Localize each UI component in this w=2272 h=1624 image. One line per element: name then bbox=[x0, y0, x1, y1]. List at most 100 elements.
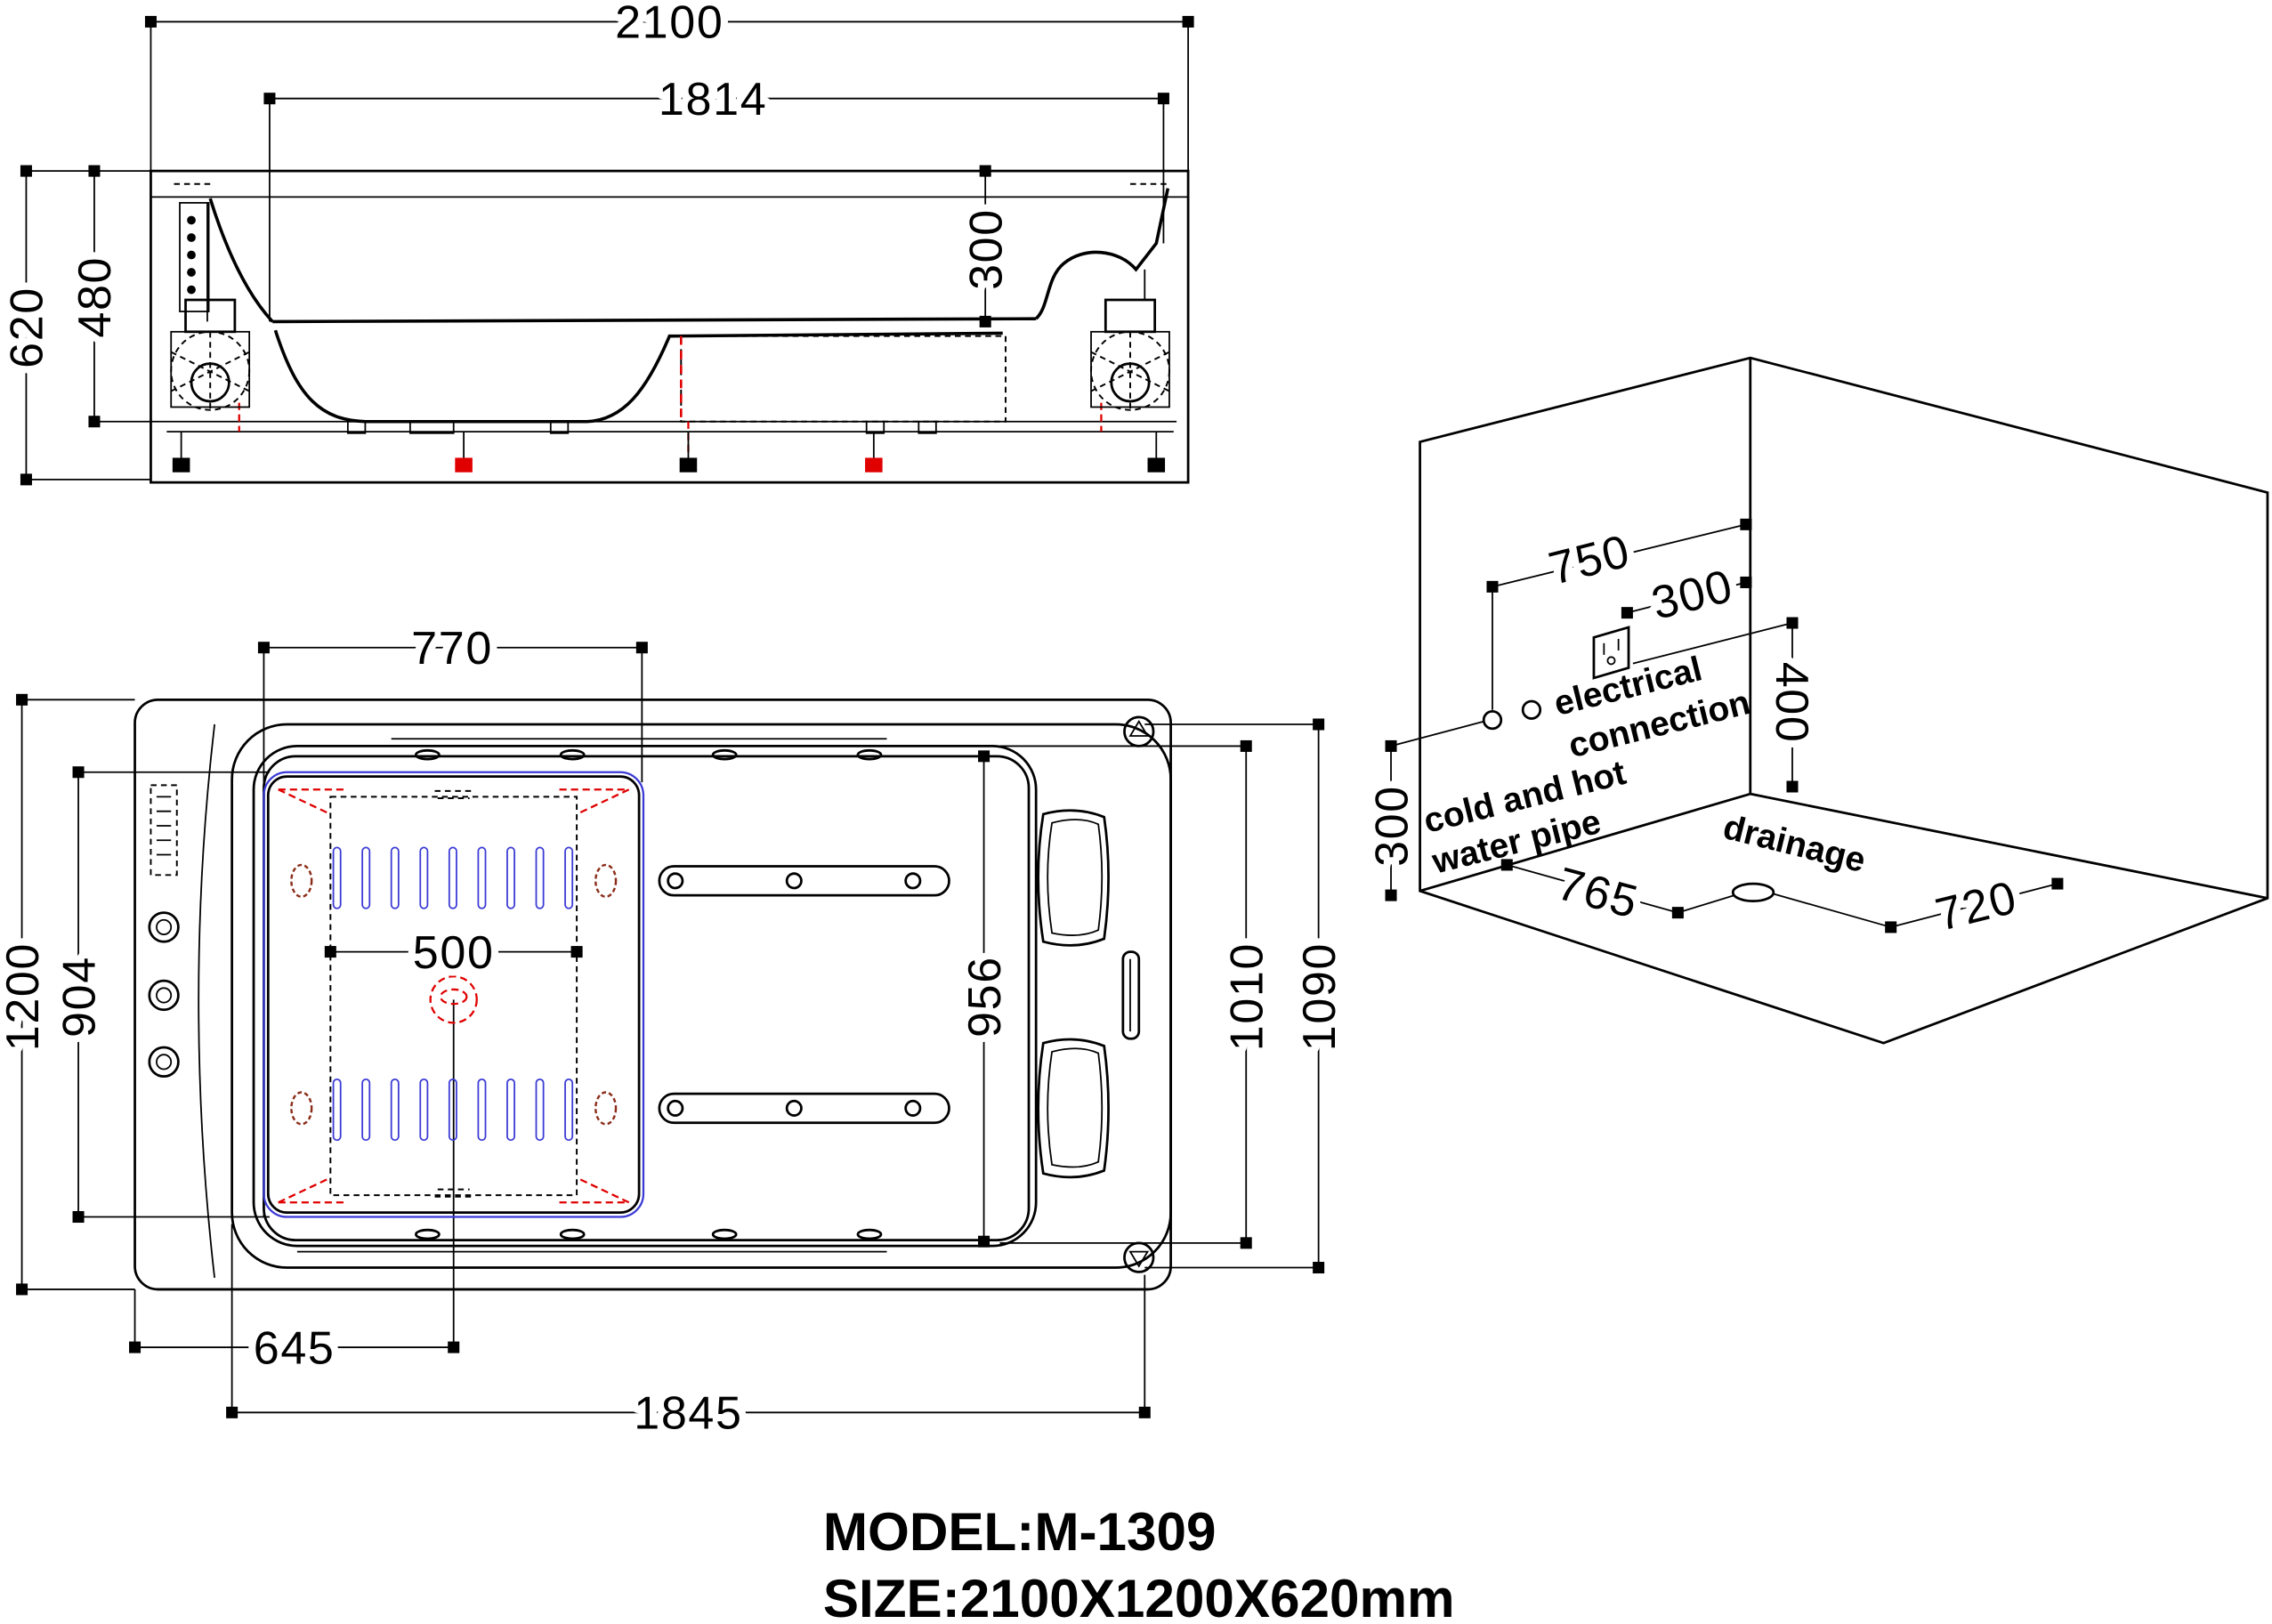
dim-overall-height: 620 bbox=[2, 287, 53, 368]
dim-pipe-to-corner: 750 bbox=[1544, 525, 1636, 594]
floor-slot bbox=[390, 1078, 400, 1142]
jet-icon bbox=[667, 872, 684, 890]
dimension-endpoint bbox=[324, 946, 336, 958]
floor-slot bbox=[564, 846, 574, 909]
jet-bar-upper bbox=[658, 865, 950, 897]
floor-slot bbox=[448, 846, 457, 909]
floor-slots bbox=[332, 846, 574, 1142]
dimension-endpoint bbox=[88, 165, 101, 177]
jet-icon bbox=[290, 1091, 313, 1126]
dimension-endpoint bbox=[263, 93, 276, 105]
dimension-endpoint bbox=[635, 642, 648, 654]
dimension-endpoints bbox=[16, 15, 2064, 1418]
extension-line bbox=[1632, 622, 1793, 665]
dimension-endpoint bbox=[1786, 780, 1799, 793]
dimension-endpoint bbox=[20, 165, 32, 177]
left-wall-floor-line bbox=[1419, 792, 1751, 893]
drain-inner bbox=[439, 988, 468, 1006]
dim-overall-width: 1200 bbox=[0, 942, 49, 1051]
seat-step-line bbox=[272, 317, 1037, 324]
overflow-icon bbox=[1123, 1241, 1155, 1273]
base-block bbox=[346, 420, 367, 434]
floor-slot bbox=[448, 1078, 457, 1142]
pump-right-icon bbox=[1090, 269, 1170, 411]
dim-pipe-height: 300 bbox=[1366, 785, 1418, 867]
support-leg bbox=[1147, 432, 1166, 473]
overflow-icon bbox=[1123, 715, 1155, 747]
dimension-endpoint bbox=[1313, 1261, 1325, 1274]
dim-outer-rim-width: 1090 bbox=[1294, 942, 1346, 1051]
jet-icon bbox=[785, 872, 803, 890]
apron-curve bbox=[198, 723, 215, 1279]
dimension-endpoint bbox=[1671, 907, 1684, 919]
floor-slot bbox=[477, 846, 487, 909]
floor-slot bbox=[535, 846, 545, 909]
dimension-endpoint bbox=[1740, 518, 1752, 530]
tub-apron bbox=[150, 169, 1190, 484]
side-elevation-view: 2100 1814 300 620 480 bbox=[0, 0, 1190, 484]
control-button-icon bbox=[148, 979, 180, 1012]
room-outline bbox=[1419, 356, 2269, 1045]
floor-slot bbox=[332, 1078, 342, 1142]
cold-water-pipe-icon bbox=[1521, 699, 1542, 720]
dimension-endpoint bbox=[144, 15, 157, 28]
support-legs bbox=[172, 432, 1166, 473]
dim-rim-width: 1010 bbox=[1221, 942, 1273, 1051]
installation-view: 750 300 400 300 765 720 electrical conne… bbox=[1359, 356, 2269, 1045]
rim-jets bbox=[414, 748, 883, 1240]
dimension-endpoint bbox=[979, 315, 991, 327]
hidden-seat-box bbox=[680, 335, 1007, 423]
jet-icon bbox=[594, 1091, 618, 1126]
dimension-endpoint bbox=[1786, 617, 1799, 629]
dim-rim-length: 1845 bbox=[634, 1388, 742, 1440]
floor-slot bbox=[419, 846, 429, 909]
jet-icon bbox=[667, 1099, 684, 1117]
dimension-endpoint bbox=[72, 1211, 85, 1224]
dimension-endpoint bbox=[1157, 93, 1169, 105]
headrest-lower bbox=[1037, 1038, 1110, 1179]
dim-outlet-height: 400 bbox=[1766, 662, 1817, 744]
base-block bbox=[918, 420, 937, 434]
jet-icon bbox=[559, 748, 586, 761]
dimension-endpoint bbox=[978, 1235, 990, 1248]
sump-hidden-marks bbox=[434, 789, 473, 1198]
floor-drain-icon bbox=[1731, 882, 1775, 903]
floor-slot bbox=[419, 1078, 429, 1142]
floor-slot bbox=[361, 1078, 371, 1142]
tub-rim-inner-edge bbox=[230, 723, 1172, 1269]
dimension-endpoint bbox=[1313, 718, 1325, 731]
sump-hidden-outline bbox=[329, 796, 578, 1197]
dim-inner-length: 1814 bbox=[659, 74, 767, 125]
electrical-outlet-icon bbox=[1592, 626, 1630, 680]
hot-water-pipe-icon bbox=[1482, 709, 1503, 731]
tub-side-profile bbox=[93, 169, 1190, 484]
size-label: SIZE:2100X1200X620mm bbox=[823, 1568, 1455, 1624]
floor-slot bbox=[390, 846, 400, 909]
dimension-endpoint bbox=[72, 766, 85, 779]
jet-icon bbox=[711, 748, 738, 761]
dimension-endpoint bbox=[979, 165, 991, 177]
dimension-endpoint bbox=[1740, 576, 1752, 588]
control-panel-display bbox=[150, 784, 178, 877]
dim-line-outlet-to-corner bbox=[1627, 581, 1747, 614]
pump-left-icon bbox=[170, 298, 251, 411]
tub-inner-edge bbox=[263, 755, 1031, 1241]
dim-drain-offset: 645 bbox=[254, 1322, 336, 1374]
extension-line bbox=[1678, 894, 1735, 914]
dimension-endpoint bbox=[129, 1341, 141, 1353]
jet-icon bbox=[711, 1228, 738, 1240]
title-block: MODEL:M-1309 SIZE:2100X1200X620mm bbox=[823, 1501, 1455, 1624]
base-block bbox=[408, 420, 455, 434]
jet-icon bbox=[856, 748, 883, 761]
tub-plan-outline bbox=[133, 698, 1172, 1291]
extension-line bbox=[1773, 893, 1891, 928]
sump-edge bbox=[266, 775, 641, 1215]
dim-line-wall-to-drain bbox=[1507, 864, 1678, 914]
floor-slot bbox=[535, 1078, 545, 1142]
dim-sump-width: 500 bbox=[413, 927, 495, 979]
dim-line-drain-to-wall bbox=[1890, 883, 2058, 928]
dimension-endpoint bbox=[1486, 580, 1499, 593]
plan-dimension-lines bbox=[20, 646, 1320, 1414]
dim-wall-to-drain: 765 bbox=[1552, 858, 1645, 929]
